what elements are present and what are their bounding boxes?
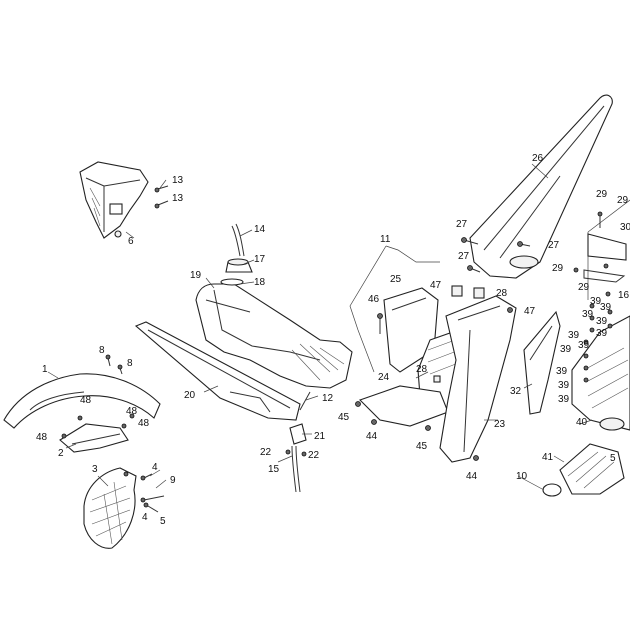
disc-guard-bolts [140,473,165,513]
callout-39d: 39 [596,316,608,327]
callout-39k: 39 [558,394,570,405]
callout-6: 6 [128,236,134,247]
disc-guard-part [83,467,137,549]
fender-bolts-8 [105,354,123,375]
cover-fasteners [355,307,513,461]
airbox-part [571,199,630,431]
callout-46: 46 [368,294,380,305]
callout-16: 16 [618,290,630,301]
callout-4a: 4 [152,462,158,473]
airbox-fasteners [573,211,613,383]
callout-39c: 39 [582,309,594,320]
callout-39g: 39 [560,344,572,355]
callout-39e: 39 [568,330,580,341]
callout-48c: 48 [36,432,48,443]
callout-11: 11 [380,234,391,245]
callout-21: 21 [314,431,326,442]
callout-39a: 39 [590,296,602,307]
callout-45a: 45 [338,412,350,423]
side-plate-part [523,310,561,415]
callout-30: 30 [620,222,630,233]
callout-22b: 22 [308,450,320,461]
headlight-mask-part [79,161,149,239]
callout-29c: 29 [552,263,564,274]
callout-29a: 29 [596,189,608,200]
callout-47a: 47 [430,280,442,291]
callout-44a: 44 [366,431,378,442]
callout-4b: 4 [142,512,148,523]
callout-18: 18 [254,277,266,288]
front-fender-part [3,373,161,429]
callout-14: 14 [254,224,266,235]
callout-10: 10 [516,471,528,482]
callout-44b: 44 [466,471,478,482]
side-panel-part [134,321,301,421]
callout-48a: 48 [80,395,92,406]
rear-fender-bolts-27 [461,237,531,273]
callout-8b: 8 [127,358,133,369]
callout-47b: 47 [524,306,536,317]
callout-22a: 22 [260,447,272,458]
callout-28b: 28 [416,364,428,375]
callout-15: 15 [268,464,280,475]
callout-48d: 48 [138,418,150,429]
fender-bracket-part [59,413,135,453]
callout-29b: 29 [617,195,629,206]
callout-5a: 5 [160,516,166,527]
callout-3: 3 [92,464,98,475]
intake-boot-part [542,417,625,497]
callout-27b: 27 [548,240,560,251]
callout-39j: 39 [558,380,570,391]
callout-13b: 13 [172,193,184,204]
callout-1: 1 [42,364,48,375]
callout-45b: 45 [416,441,428,452]
callout-48b: 48 [126,406,138,417]
callout-19: 19 [190,270,202,281]
callout-25: 25 [390,274,402,285]
callout-24: 24 [378,372,390,383]
callout-28a: 28 [496,288,508,299]
leader-lines [47,163,593,491]
fuel-cap-assembly [220,223,253,286]
callout-23: 23 [494,419,506,430]
callout-17: 17 [254,254,266,265]
callout-27a: 27 [456,219,468,230]
callout-12: 12 [322,393,334,404]
callout-39f: 39 [596,328,608,339]
callout-2: 2 [58,448,64,459]
rear-fender-part [469,94,613,279]
callout-39h: 39 [578,340,590,351]
callout-32: 32 [510,386,522,397]
callout-39i: 39 [556,366,568,377]
assembly-11-bracket [349,245,440,373]
callout-8a: 8 [99,345,105,356]
callout-41: 41 [542,452,554,463]
callout-26: 26 [532,153,544,164]
callout-13a: 13 [172,175,184,186]
callout-27c: 27 [458,251,470,262]
callout-5b: 5 [610,453,616,464]
callout-9: 9 [170,475,176,486]
callout-labels: 1 2 3 4 4 5 5 6 8 8 9 10 11 12 13 13 14 … [36,153,630,527]
callout-20: 20 [184,390,196,401]
fastener-13-group [154,185,169,209]
callout-39b: 39 [600,302,612,313]
frame-cover-part [439,285,517,463]
callout-29d: 29 [578,282,590,293]
fuel-tank-part [195,283,353,389]
callout-40: 40 [576,417,588,428]
fuel-tap-assembly [285,391,311,493]
